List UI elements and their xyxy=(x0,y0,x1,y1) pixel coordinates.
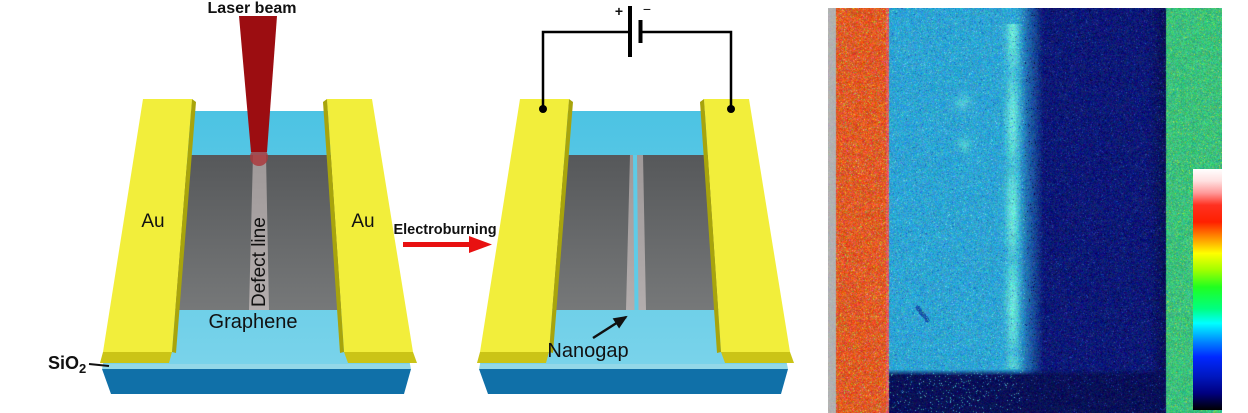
defect-line-label: Defect line xyxy=(249,217,270,307)
sio2-edge-strip xyxy=(479,364,788,369)
laser-beam-label: Laser beam xyxy=(208,0,297,17)
au-label-right: Au xyxy=(351,211,374,232)
gold-electrode-left-front xyxy=(477,352,549,363)
gold-electrode-left-front xyxy=(100,352,172,363)
raman-map-canvas xyxy=(828,8,1222,413)
graphene-label: Graphene xyxy=(209,311,298,333)
red-arrow-head xyxy=(469,236,492,253)
gold-electrode-right-front xyxy=(344,352,417,363)
contact-dot-right xyxy=(727,105,735,113)
sio2-edge-strip xyxy=(102,364,411,369)
electroburning-arrow: Electroburning xyxy=(393,222,496,253)
gold-electrode-right-front xyxy=(721,352,794,363)
device-before-electroburning: Laser beam Au Au Defect line Graphene Si… xyxy=(48,0,417,394)
nanogap-label: Nanogap xyxy=(547,340,628,362)
substrate-front-face xyxy=(479,369,788,394)
contact-dot-left xyxy=(539,105,547,113)
sio2-label: SiO2 xyxy=(48,353,86,376)
wire-right xyxy=(642,32,731,109)
device-schematics: Laser beam Au Au Defect line Graphene Si… xyxy=(0,0,828,413)
battery-minus-label: − xyxy=(643,1,651,17)
au-label-left: Au xyxy=(141,211,164,232)
device-after-electroburning: + − Nanogap xyxy=(477,1,794,394)
battery-plus-label: + xyxy=(615,3,623,19)
raman-map-panel xyxy=(828,8,1222,413)
wire-left xyxy=(543,32,628,109)
colorbar xyxy=(1193,169,1222,410)
electroburning-label: Electroburning xyxy=(393,222,496,238)
substrate-front-face xyxy=(102,369,411,394)
